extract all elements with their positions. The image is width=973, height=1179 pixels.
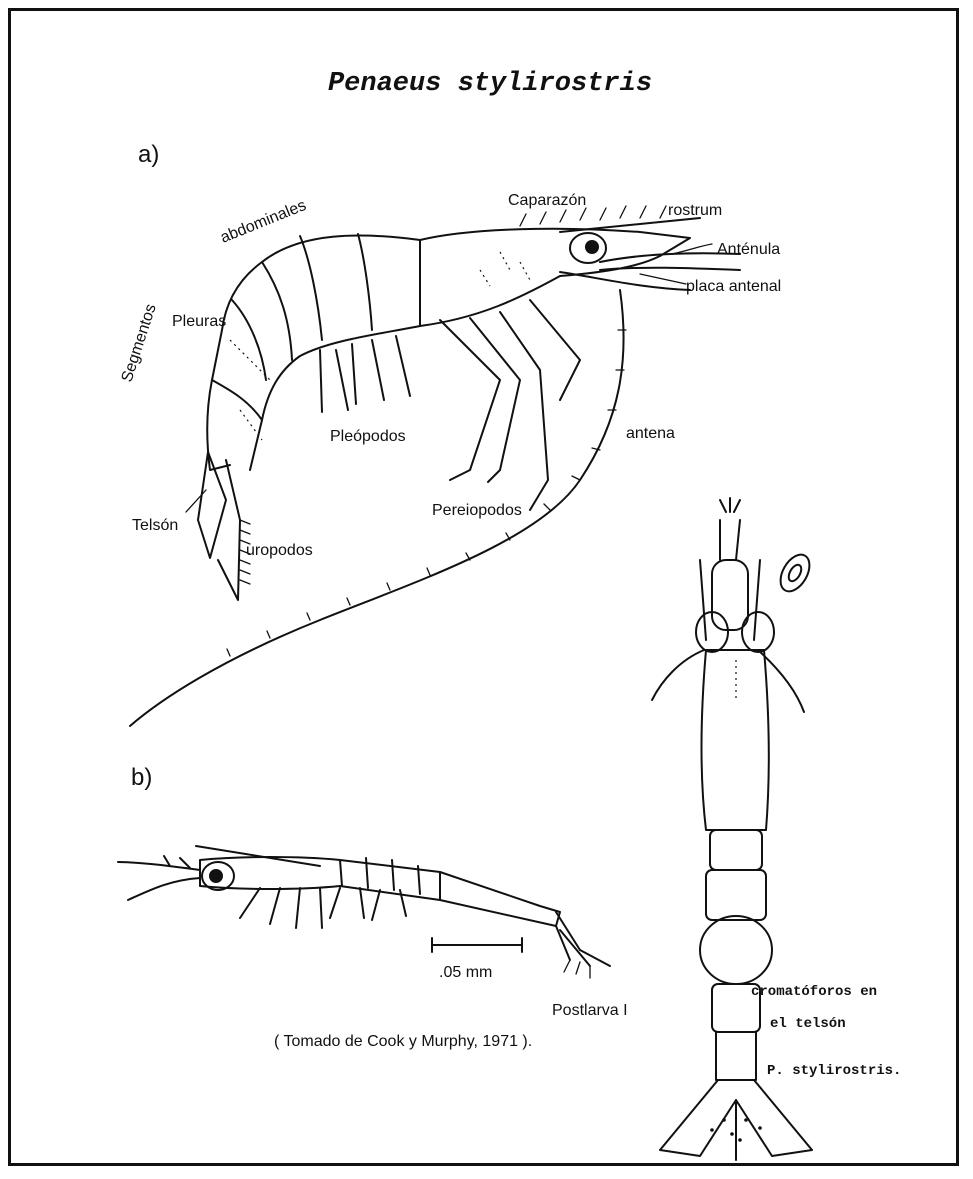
caption-cromatoforos: cromatóforos en: [751, 984, 877, 1000]
label-pleuras: Pleuras: [172, 313, 226, 330]
label-pleopodos: Pleópodos: [330, 428, 406, 445]
panel-a-label: a): [138, 141, 159, 168]
source-citation: ( Tomado de Cook y Murphy, 1971 ).: [274, 1033, 532, 1050]
label-uropodos: uropodos: [246, 542, 313, 559]
scale-bar-label: .05 mm: [439, 964, 492, 981]
postlarva-drawing: [118, 846, 610, 978]
label-antenula: Anténula: [717, 241, 780, 258]
label-segmentos: Segmentos: [119, 302, 160, 384]
label-placa-antenal: placa antenal: [686, 278, 781, 295]
label-pereiopodos: Pereiopodos: [432, 502, 522, 519]
caption-telson: el telsón: [770, 1016, 846, 1032]
label-rostrum: rostrum: [668, 202, 722, 219]
label-postlarva: Postlarva I: [552, 1002, 628, 1019]
figure-title: Penaeus stylirostris: [328, 69, 652, 99]
panel-b-label: b): [131, 764, 152, 791]
label-telson: Telsón: [132, 517, 178, 534]
caption-species: P. stylirostris.: [767, 1063, 901, 1079]
label-antena: antena: [626, 425, 675, 442]
label-abdominales: abdominales: [218, 197, 308, 247]
shrimp-lateral-drawing: [130, 206, 740, 726]
shrimp-dorsal-drawing: [652, 498, 815, 1160]
label-caparazon: Caparazón: [508, 192, 586, 209]
